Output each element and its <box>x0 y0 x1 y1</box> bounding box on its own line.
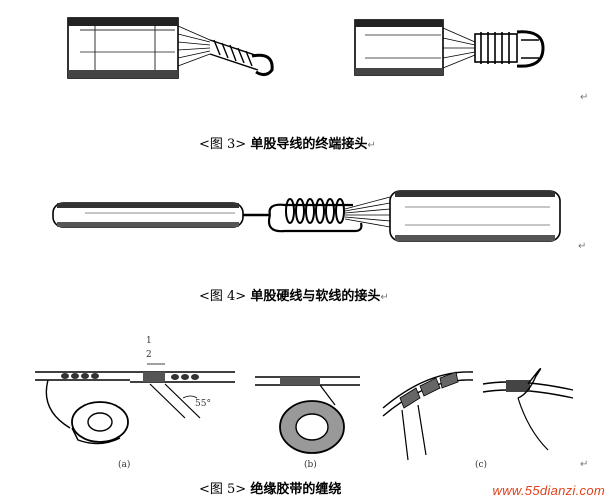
figure-5b-label: (b) <box>304 460 317 470</box>
figure-5a-drawing <box>35 371 130 445</box>
figure-5a-label: (a) <box>118 460 131 470</box>
figure-3-left-drawing <box>67 17 274 79</box>
figure-3-caption-title: 单股导线的终端接头 <box>250 137 368 152</box>
watermark: www.55dianzi.com <box>492 483 605 498</box>
fraction-denominator: 2 <box>146 350 152 360</box>
figure-3-caption-prefix: <图 3> <box>199 137 247 152</box>
figure-5-spiral-diagram <box>130 363 235 419</box>
figure-4-caption: <图 4> 单股硬线与软线的接头↵ <box>199 285 389 304</box>
figure-4-drawing <box>52 190 561 242</box>
figure-4-caption-title: 单股硬线与软线的接头 <box>250 289 381 304</box>
figure-3-right-drawing <box>354 19 545 76</box>
figure-5b-drawing <box>255 376 360 454</box>
figure-5-caption-prefix: <图 5> <box>199 482 247 497</box>
paragraph-mark: ↵ <box>580 92 589 103</box>
paragraph-mark: ↵ <box>380 292 389 303</box>
paragraph-mark: ↵ <box>578 241 587 252</box>
figure-5-caption: <图 5> 绝缘胶带的缠绕 <box>199 478 341 497</box>
figure-5c-drawing <box>382 367 574 461</box>
figure-5-caption-title: 绝缘胶带的缠绕 <box>250 482 342 497</box>
figure-3-caption: <图 3> 单股导线的终端接头↵ <box>199 133 376 152</box>
figure-5c-label: (c) <box>475 460 488 470</box>
fraction-numerator: 1 <box>146 336 152 346</box>
paragraph-mark: ↵ <box>580 459 589 470</box>
angle-label: 55° <box>195 399 211 409</box>
figure-4-caption-prefix: <图 4> <box>199 289 247 304</box>
paragraph-mark: ↵ <box>367 140 376 151</box>
